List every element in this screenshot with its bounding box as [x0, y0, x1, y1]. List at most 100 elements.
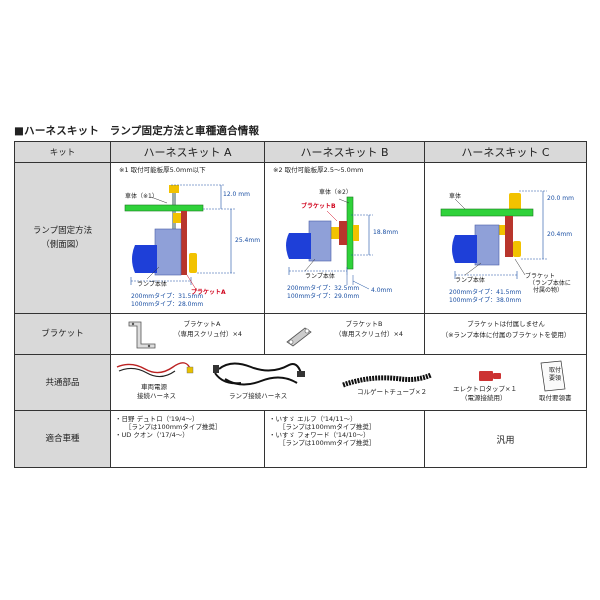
- kit-c-lamp-lens: [452, 235, 477, 263]
- kit-a-fit-line3: ・UD クオン（'17/4～）: [115, 431, 189, 439]
- kit-c-spec1: 200mmタイプ：41.5mm: [449, 289, 522, 296]
- corrugated-tube: [342, 372, 432, 388]
- kit-a-diagram: ※1 取付可能板厚5.0mm以下 車体（※1） 12.0 mm 25.4mm ラ…: [110, 162, 265, 314]
- kit-a-bracket-sub: （専用スクリュ付）×4: [173, 330, 243, 338]
- kit-a-illustration: [124, 184, 235, 292]
- kit-b-bracket-tag: ブラケットB: [301, 203, 336, 210]
- kit-a-body-plate: [124, 204, 204, 212]
- kit-b-lamp-housing: [308, 220, 332, 262]
- header-kit-c: ハーネスキット C: [424, 141, 587, 163]
- kit-b-dim-side: 18.8mm: [373, 229, 399, 236]
- manual-booklet: [540, 360, 566, 392]
- tap-label-2: （電源接続用）: [461, 394, 507, 402]
- kit-b-bracket: [339, 221, 347, 245]
- kit-c-bolt-head: [509, 193, 521, 211]
- common-parts-cell: 取付 要領 車両電源 接続ハーネス ランプ接続ハーネス コルゲートチューブ×２ …: [110, 354, 587, 411]
- mount-row-label: ランプ固定方法 （側面図）: [14, 162, 111, 314]
- kit-b-spec1: 200mmタイプ：32.5mm: [287, 285, 360, 292]
- kit-c-bracket-tag-1: ブラケット: [525, 273, 556, 280]
- kit-c-dim-top: 20.0 mm: [547, 195, 574, 202]
- mount-label-line1: ランプ固定方法: [32, 226, 93, 236]
- power-harness-wire-black: [118, 367, 176, 378]
- kit-c-body-plate: [440, 208, 534, 217]
- bracket-row: ブラケット ブラケットA （専用スクリュ付）×4 ブラケットB: [14, 313, 587, 355]
- tube-label: コルゲートチューブ×２: [357, 388, 428, 396]
- kit-b-note: ※2 取付可能板厚2.5～5.0mm: [273, 166, 364, 174]
- bracket-b-icon: [286, 327, 312, 347]
- kit-a-lamp-label: ランプ本体: [137, 281, 167, 288]
- lamp-harness-wire: [218, 362, 302, 374]
- kit-b-fit-cell: ・いすゞ エルフ（'14/11～） ［ランプは100mmタイプ推奨］ ・いすゞ …: [264, 410, 425, 468]
- compatibility-table: キット ハーネスキット A ハーネスキット B ハーネスキット C ランプ固定方…: [14, 141, 587, 468]
- electro-tap: [479, 371, 493, 381]
- power-harness-label-1: 車両電源: [141, 383, 167, 391]
- header-kit-a: ハーネスキット A: [110, 141, 265, 163]
- kit-a-fit-line1: ・日野 デュトロ（'19/4～）: [115, 415, 199, 423]
- mount-label-line2: （側面図）: [41, 240, 84, 250]
- kit-c-bracket-cell: ブラケットは付属しません （※ランプ本体に付属のブラケットを使用）: [424, 313, 587, 355]
- bracket-a-icon: [128, 321, 156, 349]
- kit-a-lamp-housing: [154, 228, 182, 276]
- kit-a-bracket-cell: ブラケットA （専用スクリュ付）×4: [110, 313, 265, 355]
- kit-a-bracket: [181, 211, 187, 273]
- kit-b-diagram: ※2 取付可能板厚2.5～5.0mm 車体（※2） ブラケットB 18.8mm …: [264, 162, 425, 314]
- mount-row: ランプ固定方法 （側面図）: [14, 162, 587, 314]
- kit-a-bracket-name: ブラケットA: [183, 320, 221, 328]
- kit-c-bracket-tag-3: 付属の物）: [533, 287, 564, 294]
- kit-a-dim-side: 25.4mm: [235, 237, 261, 244]
- power-harness-wire-red: [116, 362, 192, 374]
- kit-b-lamp-lens: [286, 233, 311, 259]
- common-parts-illustration: [116, 360, 566, 392]
- fit-row: 適合車種 ・日野 デュトロ（'19/4～） ［ランプは100mmタイプ推奨］ ・…: [14, 410, 587, 468]
- kit-a-body-label: 車体（※1）: [125, 193, 158, 200]
- kit-c-body-label: 車体: [449, 193, 462, 200]
- kit-c-bracket-tag-2: （ランプ本体に: [529, 280, 571, 287]
- kit-c-rear-nut: [513, 241, 521, 257]
- kit-a-spec2: 100mmタイプ：28.0mm: [131, 301, 204, 308]
- manual-cover-line1: 取付: [549, 367, 562, 374]
- kit-a-bolt-head: [169, 185, 179, 193]
- kit-a-rear-nut: [189, 253, 197, 273]
- kit-b-body-label: 車体（※2）: [319, 189, 352, 196]
- kit-b-dim-plate: 4.0mm: [371, 287, 393, 294]
- kit-a-note: ※1 取付可能板厚5.0mm以下: [119, 166, 206, 174]
- kit-b-illustration: [286, 196, 373, 290]
- kit-b-nut: [329, 227, 339, 239]
- bracket-row-label: ブラケット: [14, 313, 111, 355]
- kit-b-fit-line2: ［ランプは100mmタイプ推奨］: [279, 423, 376, 431]
- kit-c-fit-cell: 汎用: [424, 410, 587, 468]
- kit-c-bracket: [505, 216, 513, 257]
- kit-c-diagram: 車体 20.0 mm 20.4mm ランプ本体 ブラケット （ランプ本体に 付属…: [424, 162, 587, 314]
- fit-row-label: 適合車種: [14, 410, 111, 468]
- kit-a-fit-line2: ［ランプは100mmタイプ推奨］: [125, 423, 222, 431]
- kit-c-lamp-label: ランプ本体: [455, 277, 485, 284]
- kit-a-nut: [173, 213, 185, 223]
- kit-c-spec2: 100mmタイプ：38.0mm: [449, 297, 522, 304]
- page-title: ■ハーネスキット ランプ固定方法と車種適合情報: [14, 125, 260, 137]
- kit-b-bracket-sub: （専用スクリュ付）×4: [334, 330, 404, 338]
- manual-label: 取付要領書: [539, 394, 572, 402]
- common-row: 共通部品 取: [14, 354, 587, 411]
- kit-b-fit-line4: ［ランプは100mmタイプ推奨］: [279, 439, 376, 447]
- tap-label-1: エレクトロタップ×１: [453, 385, 517, 393]
- kit-c-lamp-housing: [474, 224, 500, 266]
- lamp-harness-label: ランプ接続ハーネス: [229, 392, 288, 400]
- kit-b-body-plate: [346, 196, 354, 270]
- kit-c-dim-side: 20.4mm: [547, 231, 573, 238]
- manual-cover-line2: 要領: [549, 375, 562, 382]
- kit-a-dim-top: 12.0 mm: [223, 191, 250, 198]
- header-kit: キット: [14, 141, 111, 163]
- kit-c-bracket-note-1: ブラケットは付属しません: [467, 320, 545, 328]
- kit-a-spec1: 200mmタイプ：31.5mm: [131, 293, 204, 300]
- header-row: キット ハーネスキット A ハーネスキット B ハーネスキット C: [14, 141, 587, 163]
- kit-c-illustration: [440, 190, 547, 279]
- kit-b-lamp-label: ランプ本体: [305, 273, 335, 280]
- kit-b-rear-nut: [353, 225, 359, 241]
- kit-b-fit-line1: ・いすゞ エルフ（'14/11～）: [269, 415, 357, 423]
- kit-a-bracket-tag: ブラケットA: [191, 289, 226, 296]
- kit-b-bracket-name: ブラケットB: [345, 320, 383, 328]
- power-harness-label-2: 接続ハーネス: [137, 392, 176, 400]
- kit-a-lamp-lens: [132, 245, 157, 273]
- common-row-label: 共通部品: [14, 354, 111, 411]
- kit-a-fit-cell: ・日野 デュトロ（'19/4～） ［ランプは100mmタイプ推奨］ ・UD クオ…: [110, 410, 265, 468]
